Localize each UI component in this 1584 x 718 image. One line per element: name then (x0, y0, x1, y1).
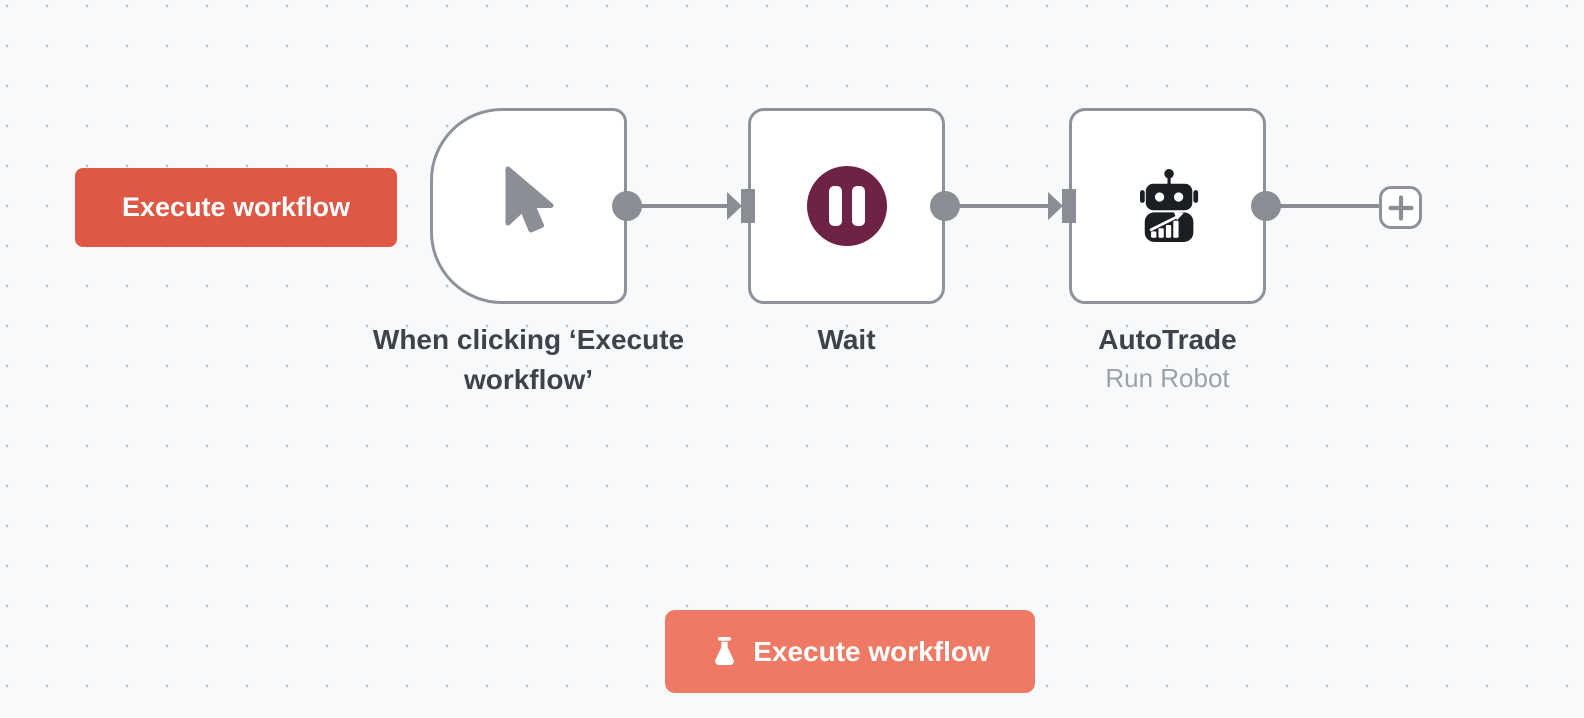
node-when-clicking-execute-workflow[interactable] (430, 108, 627, 304)
execute-workflow-button[interactable]: Execute workflow (75, 168, 397, 247)
node-label-autotrade: AutoTrade Run Robot (1017, 320, 1318, 392)
connection-arrow-icon (1048, 192, 1063, 220)
execute-workflow-bottom-label: Execute workflow (753, 635, 990, 667)
add-node-button[interactable] (1379, 186, 1422, 229)
node-label-wait: Wait (817, 324, 876, 355)
pause-icon (806, 166, 887, 246)
execute-workflow-button-label: Execute workflow (121, 192, 351, 222)
node-autotrade[interactable] (1069, 108, 1266, 304)
node-wait[interactable] (748, 108, 945, 304)
node-subtitle-autotrade: Run Robot (1105, 363, 1230, 393)
node-title-autotrade: AutoTrade (1098, 324, 1237, 355)
execute-workflow-bottom-button[interactable]: Execute workflow (665, 610, 1035, 693)
plus-icon (1387, 194, 1414, 221)
cursor-icon (505, 166, 553, 233)
flask-icon (715, 636, 735, 665)
node-label-trigger: When clicking ‘Execute workflow’ (372, 324, 685, 395)
robot-icon (1139, 169, 1198, 242)
connection-arrow-icon (727, 192, 742, 220)
